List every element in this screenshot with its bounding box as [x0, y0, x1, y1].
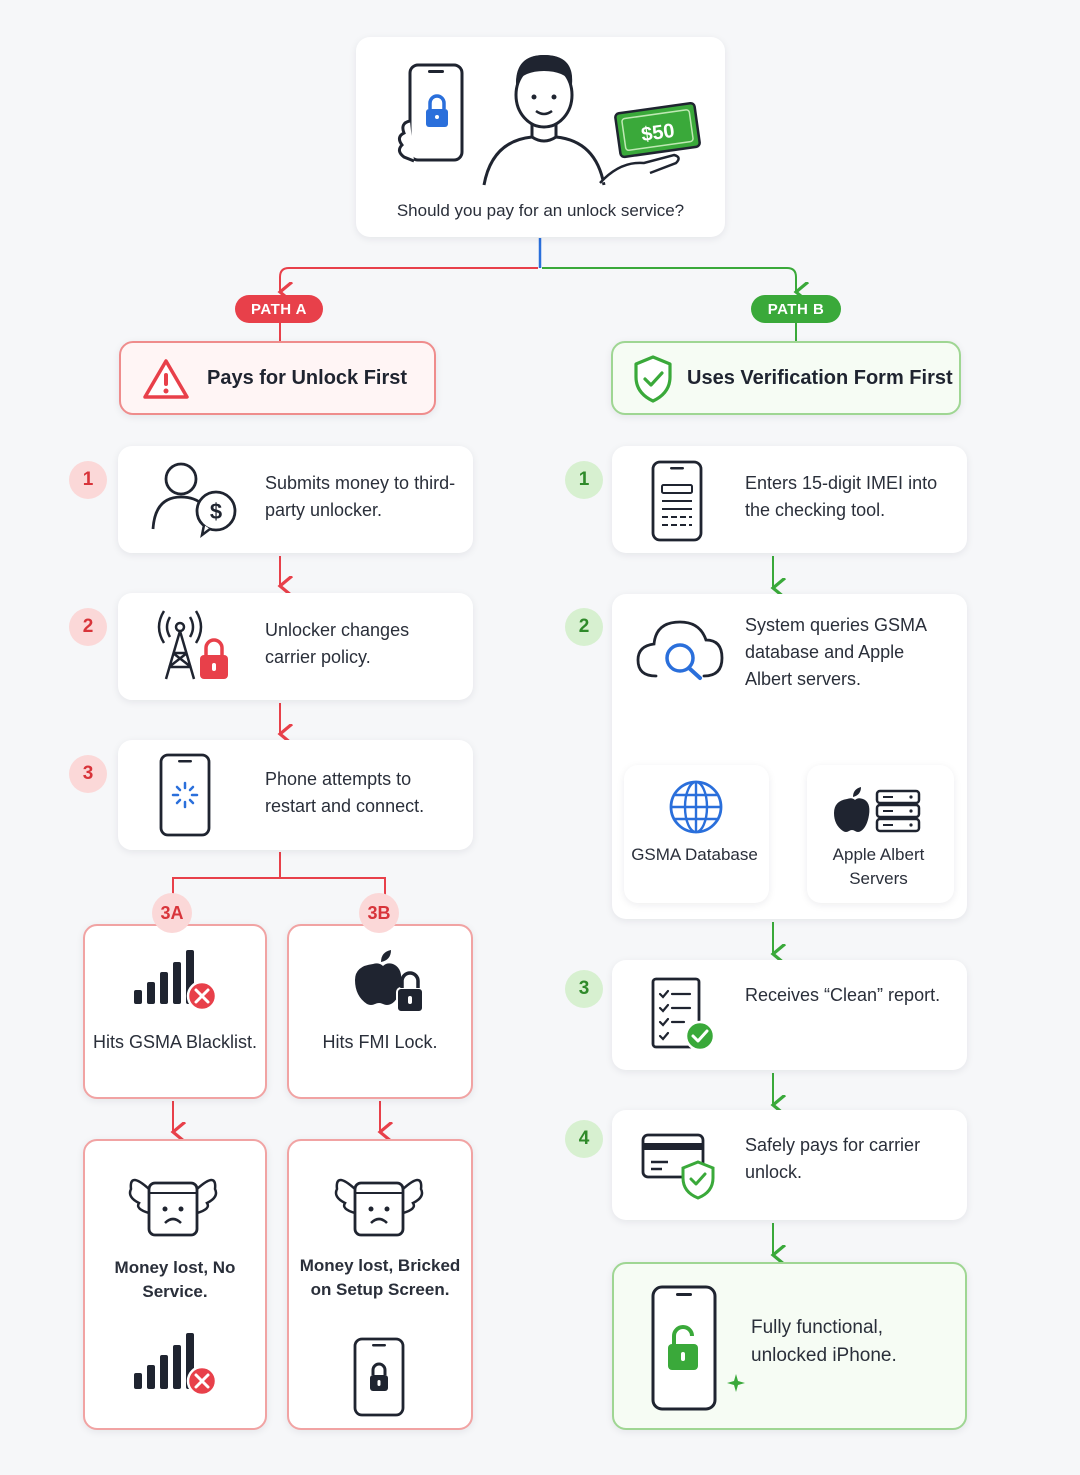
- cell-tower-lock-icon: [157, 610, 228, 680]
- path-b-step-4-card: Safely pays for carrier unlock.: [612, 1110, 967, 1220]
- path-b-step-2-number: 2: [565, 608, 603, 646]
- apple-lock-icon: [355, 950, 424, 1013]
- header-card: $50 Should you pay for an unlock service…: [356, 37, 725, 237]
- path-b-title-card: Uses Verification Form First: [611, 341, 961, 415]
- outcome-3a-card: Money lost, No Service.: [83, 1139, 267, 1430]
- final-outcome-card: Fully functional, unlocked iPhone.: [612, 1262, 967, 1430]
- path-b-step-4-text: Safely pays for carrier unlock.: [745, 1135, 921, 1182]
- path-b-step-2-card: System queries GSMA database and Apple A…: [612, 594, 967, 919]
- path-a-step-2-card: Unlocker changes carrier policy.: [118, 593, 473, 700]
- signal-blocked-icon: [134, 950, 218, 1012]
- outcome-3a-text: Money lost, No Service.: [114, 1258, 236, 1301]
- warning-icon: [143, 359, 189, 399]
- branch-3a-badge: 3A: [152, 893, 192, 933]
- cloud-search-icon: [636, 620, 724, 680]
- locked-phone-in-hand-icon: [397, 63, 464, 163]
- path-a-title-card: Pays for Unlock First: [119, 341, 436, 415]
- path-b-step-1-number: 1: [565, 461, 603, 499]
- path-a-step-3-text: Phone attempts to restart and connect.: [265, 769, 425, 816]
- path-a-title: Pays for Unlock First: [207, 367, 408, 389]
- path-a-step-2-text: Unlocker changes carrier policy.: [265, 620, 410, 667]
- path-b-step-3-number: 3: [565, 970, 603, 1008]
- branch-3a-text: Hits GSMA Blacklist.: [92, 1032, 258, 1052]
- globe-icon: [669, 780, 723, 834]
- path-b-step-4-number: 4: [565, 1120, 603, 1158]
- phone-form-icon: [651, 460, 703, 542]
- path-a-pill: PATH A: [235, 295, 323, 323]
- signal-blocked-icon: [134, 1333, 218, 1397]
- cash-in-hand-icon: $50: [599, 101, 701, 184]
- restarting-phone-icon: [159, 753, 211, 837]
- branch-3b-text: Hits FMI Lock.: [322, 1032, 438, 1052]
- branch-3b-badge: 3B: [359, 893, 399, 933]
- branch-3b-card: Hits FMI Lock.: [287, 924, 473, 1099]
- shield-check-icon: [634, 355, 672, 403]
- path-a-step-1-text: Submits money to third-party unlocker.: [265, 473, 456, 520]
- outcome-3b-text: Money lost, Bricked on Setup Screen.: [299, 1256, 461, 1299]
- locked-phone-icon: [353, 1337, 405, 1417]
- path-b-pill: PATH B: [751, 295, 841, 323]
- path-b-step-3-text: Receives “Clean” report.: [745, 985, 941, 1005]
- price-tag-text: $50: [640, 120, 676, 146]
- path-b-step-1-text: Enters 15-digit IMEI into the checking t…: [745, 473, 938, 520]
- checklist-report-icon: [651, 977, 716, 1052]
- card-shield-icon: [641, 1133, 715, 1200]
- apple-server-icon: [834, 787, 921, 833]
- user-dollar-icon: $: [151, 462, 237, 538]
- path-a-step-3-card: Phone attempts to restart and connect.: [118, 740, 473, 850]
- path-a-step-2-number: 2: [69, 608, 107, 646]
- apple-servers-label: Apple Albert Servers: [832, 845, 925, 888]
- path-b-title: Uses Verification Form First: [687, 367, 953, 389]
- gsma-database-label: GSMA Database: [631, 845, 758, 864]
- path-b-step-1-card: Enters 15-digit IMEI into the checking t…: [612, 446, 967, 553]
- flying-money-sad-icon: [334, 1178, 424, 1237]
- svg-text:$: $: [210, 499, 222, 524]
- path-b-step-2-text: System queries GSMA database and Apple A…: [745, 615, 927, 689]
- flying-money-sad-icon: [128, 1178, 218, 1237]
- gsma-database-card: GSMA Database: [624, 765, 769, 903]
- person-icon: [482, 55, 606, 186]
- path-a-step-3-number: 3: [69, 755, 107, 793]
- header-question: Should you pay for an unlock service?: [396, 201, 685, 220]
- path-a-step-1-number: 1: [69, 461, 107, 499]
- outcome-3b-card: Money lost, Bricked on Setup Screen.: [287, 1139, 473, 1430]
- apple-servers-card: Apple Albert Servers: [807, 765, 954, 903]
- path-b-step-3-card: Receives “Clean” report.: [612, 960, 967, 1070]
- branch-3a-card: Hits GSMA Blacklist.: [83, 924, 267, 1099]
- path-a-step-1-card: $ Submits money to third-party unlocker.: [118, 446, 473, 553]
- unlocked-phone-icon: [651, 1285, 745, 1411]
- final-outcome-text: Fully functional, unlocked iPhone.: [751, 1317, 897, 1366]
